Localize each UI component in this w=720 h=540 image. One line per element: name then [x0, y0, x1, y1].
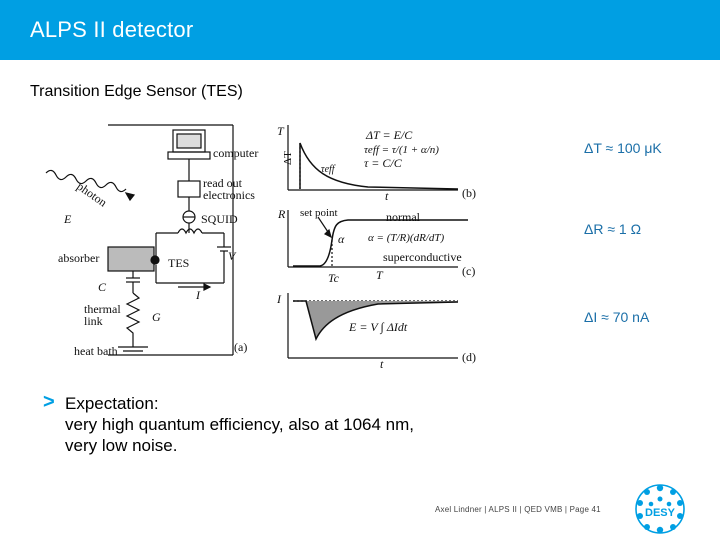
panel-b-tag: (b)	[462, 186, 476, 200]
conductance-label: G	[152, 310, 161, 324]
delta-i-annotation: ΔI ≈ 70 nA	[584, 309, 650, 325]
panel-d-labels: I E = V ∫ ΔIdt t (d)	[276, 292, 476, 371]
integral-area	[306, 301, 458, 339]
current-label: I	[195, 288, 201, 302]
readout-box	[177, 180, 201, 198]
absorber-label: absorber	[58, 251, 99, 265]
panel-d-y-label: I	[276, 292, 282, 306]
slide-title: ALPS II detector	[30, 17, 194, 42]
panel-c-eq: α = (T/R)(dR/dT)	[368, 232, 444, 244]
photon-label: photon	[74, 179, 109, 210]
delta-t-annotation: ΔT ≈ 100 μK	[584, 140, 662, 156]
current-pulse	[293, 300, 459, 342]
bullet-line-2: very high quantum efficiency, also at 10…	[65, 415, 415, 434]
thermal-link-label-2: link	[84, 314, 103, 328]
panel-c-tag: (c)	[462, 264, 475, 278]
inductor-coil	[177, 228, 203, 235]
computer-base	[167, 151, 211, 160]
heat-bath-label: heat bath	[74, 344, 118, 358]
panel-d-x-label: t	[380, 357, 384, 371]
panel-b-eq2: τeff = τ/(1 + α/n)	[364, 144, 439, 156]
capacitance-label: C	[98, 280, 107, 294]
alpha-label: α	[338, 232, 345, 246]
tes-label: TES	[168, 256, 189, 270]
panel-b-eq3: τ = C/C	[364, 156, 403, 170]
absorber-block	[107, 246, 155, 272]
panel-a-labels: photon E computer read out electronics S…	[58, 146, 258, 358]
normal-label: normal	[386, 210, 421, 224]
panel-d-eq: E = V ∫ ΔIdt	[348, 320, 408, 334]
temperature-pulse	[299, 142, 459, 190]
superconductive-label: superconductive	[383, 250, 462, 264]
thermal-link-resistor	[125, 292, 141, 347]
panel-c-y-label: R	[277, 207, 286, 221]
logo-text: DESY	[645, 507, 676, 519]
energy-label: E	[63, 212, 72, 226]
thermal-link-label-1: thermal	[84, 302, 121, 316]
panel-b-teff-label: τeff	[321, 164, 336, 175]
header-bar: ALPS II detector	[0, 0, 720, 60]
slide-subtitle: Transition Edge Sensor (TES)	[30, 83, 243, 100]
computer-label: computer	[213, 146, 258, 160]
panel-b-plot	[287, 125, 459, 191]
panel-c-plot	[287, 210, 468, 268]
tes-element	[150, 255, 160, 265]
panel-b-x-label: t	[385, 189, 389, 203]
tes-diagram: photon E computer read out electronics S…	[45, 124, 476, 371]
bullet-line-3: very low noise.	[65, 436, 178, 455]
readout-label-1: read out	[203, 176, 243, 190]
squid-label: SQUID	[201, 212, 238, 226]
panel-b-labels: T ΔT τeff t ΔT = E/C τeff = τ/(1 + α/n) …	[277, 124, 476, 203]
panel-a-circuit	[45, 124, 234, 356]
panel-b-eq1: ΔT = E/C	[365, 128, 413, 142]
panel-b-dt-label: ΔT	[282, 151, 294, 165]
slide-footer: Axel Lindner | ALPS II | QED VMB | Page …	[435, 505, 601, 514]
panel-c-labels: R set point α normal α = (T/R)(dR/dT) su…	[277, 207, 475, 285]
readout-label-2: electronics	[203, 188, 255, 202]
voltage-label: V	[228, 249, 237, 263]
panel-c-x-label: T	[376, 268, 384, 282]
bullet-text: Expectation: very high quantum efficienc…	[65, 393, 585, 456]
bullet-line-1: Expectation:	[65, 394, 159, 413]
set-point-label: set point	[300, 207, 338, 219]
bullet-marker: >	[43, 391, 55, 413]
tc-label: Tc	[328, 271, 340, 285]
photon-wave	[45, 169, 127, 193]
desy-logo: DESY	[635, 484, 685, 534]
panel-d-tag: (d)	[462, 350, 476, 364]
panel-a-tag: (a)	[234, 340, 247, 354]
panel-d-plot	[287, 293, 459, 359]
panel-b-y-label: T	[277, 124, 285, 138]
delta-r-annotation: ΔR ≈ 1 Ω	[584, 221, 642, 237]
